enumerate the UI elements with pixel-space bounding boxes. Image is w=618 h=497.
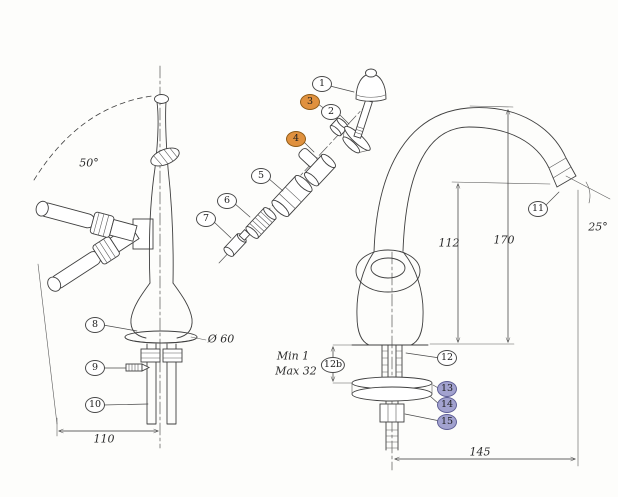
front-base-lip bbox=[124, 336, 198, 344]
front-aerator bbox=[150, 147, 180, 167]
exploded-axis bbox=[218, 88, 382, 264]
pipe-nut-left bbox=[140, 348, 161, 363]
front-spout-right bbox=[165, 101, 174, 284]
front-spout-cap bbox=[154, 94, 169, 104]
front-view bbox=[33, 65, 207, 449]
supply-pipes bbox=[146, 343, 177, 425]
leader-callout-15 bbox=[404, 413, 441, 422]
leader-callout-1 bbox=[329, 85, 355, 93]
side-body-ring-outer bbox=[355, 249, 421, 293]
callout-6: 6 bbox=[217, 193, 237, 209]
mounting-nut bbox=[379, 403, 405, 423]
callout-12: 12 bbox=[437, 350, 457, 366]
horseshoe-washer bbox=[351, 386, 433, 402]
side-view bbox=[333, 105, 611, 471]
dim-label-deck-min: Min 1 bbox=[276, 349, 310, 363]
angle-arc-25 bbox=[585, 181, 591, 204]
mounting-studs bbox=[381, 344, 403, 384]
callout-15: 15 bbox=[437, 414, 457, 430]
angle-line-25 bbox=[565, 175, 611, 200]
callout-14: 14 bbox=[437, 397, 457, 413]
callout-11: 11 bbox=[528, 201, 548, 217]
side-spout-tip-detail bbox=[548, 157, 572, 179]
front-body-right bbox=[172, 282, 193, 339]
callout-13: 13 bbox=[437, 381, 457, 397]
dim-label-112: 112 bbox=[438, 236, 460, 250]
callout-10: 10 bbox=[85, 397, 105, 413]
exploded-parts-view bbox=[212, 68, 387, 264]
callout-4: 4 bbox=[286, 131, 306, 147]
front-body-left bbox=[130, 282, 151, 339]
part-6-shape bbox=[245, 207, 277, 239]
callout-12b: 12b bbox=[320, 357, 346, 373]
leader-callout-12 bbox=[405, 352, 441, 359]
part-7-shape bbox=[223, 229, 251, 257]
callout-5: 5 bbox=[251, 168, 271, 184]
leader-callout-5 bbox=[267, 177, 284, 192]
handles bbox=[35, 200, 140, 292]
side-body-right bbox=[402, 251, 424, 346]
part-1-shape bbox=[353, 68, 387, 139]
dim-label-deck-max: Max 32 bbox=[275, 364, 317, 378]
leader-callout-8 bbox=[102, 324, 138, 332]
callout-8: 8 bbox=[85, 317, 105, 333]
callout-7: 7 bbox=[196, 211, 216, 227]
dim-label-diameter-60: Ø 60 bbox=[207, 332, 235, 346]
leader-callout-11 bbox=[544, 191, 560, 207]
leader-diameter-60 bbox=[190, 336, 207, 341]
side-body-ring-inner bbox=[370, 257, 406, 279]
side-body-left bbox=[356, 251, 375, 346]
handle-rotation-arc bbox=[33, 95, 153, 181]
dim-label-spout-angle: 25° bbox=[588, 220, 608, 234]
callout-1: 1 bbox=[312, 76, 332, 92]
part-4-shape bbox=[298, 148, 336, 187]
leader-callout-7 bbox=[212, 220, 232, 239]
leader-callout-10 bbox=[102, 403, 149, 406]
callout-3: 3 bbox=[300, 94, 320, 110]
callout-9: 9 bbox=[85, 360, 105, 376]
side-spout bbox=[373, 107, 577, 253]
leader-callout-6 bbox=[233, 202, 251, 218]
handle-lower bbox=[35, 200, 138, 242]
part-3-shape bbox=[329, 117, 349, 137]
ext-line-110 bbox=[37, 263, 58, 425]
dim-label-145: 145 bbox=[469, 445, 491, 459]
dim-label-110: 110 bbox=[93, 432, 115, 446]
fixing-screw bbox=[125, 363, 151, 372]
pipe-nut-right bbox=[162, 348, 183, 363]
dim-label-170: 170 bbox=[493, 233, 515, 247]
dim-label-handle-angle: 50° bbox=[79, 156, 99, 170]
front-spout-left bbox=[148, 101, 159, 284]
callout-2: 2 bbox=[321, 104, 341, 120]
leader-callout-4 bbox=[302, 140, 315, 153]
part-5-shape bbox=[271, 175, 313, 217]
